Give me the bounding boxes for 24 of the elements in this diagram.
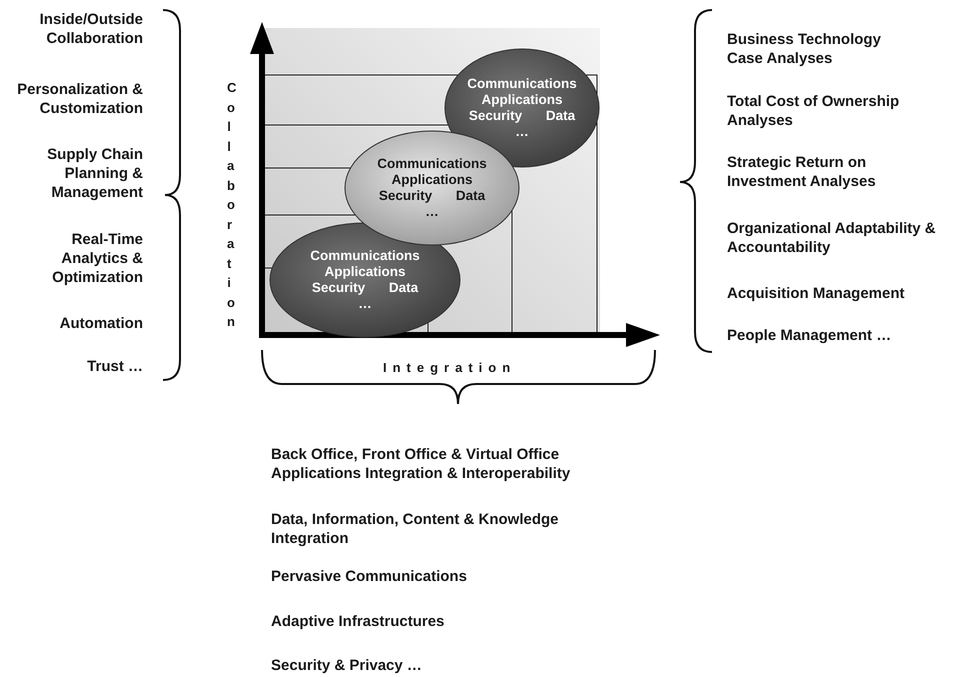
axis-title: Collaboration <box>227 79 243 331</box>
list-item: People Management … <box>727 326 892 345</box>
list-item: Inside/Outside Collaboration <box>38 10 143 48</box>
list-item: Business Technology Case Analyses <box>727 30 882 68</box>
list-item: Automation <box>58 314 143 333</box>
ellipse-node <box>344 130 520 246</box>
list-item: Data, Information, Content & Knowledge Integration <box>271 510 560 548</box>
ellipse-text: Communications Applications Security Data … <box>466 76 578 140</box>
list-item: Organizational Adaptability & Accountability <box>727 219 937 257</box>
list-item: Back Office, Front Office & Virtual Office Applications Integration & Interoperability <box>271 445 572 483</box>
list-item: Acquisition Management <box>727 284 906 303</box>
list-item: Strategic Return on Investment Analyses <box>727 153 877 191</box>
list-item: Supply Chain Planning & Management <box>46 145 143 202</box>
list-item: Pervasive Communications <box>271 567 468 586</box>
list-item: Total Cost of Ownership Analyses <box>727 92 900 130</box>
ellipse-text: Communications Applications Security Data … <box>309 248 421 312</box>
ellipse-text: Communications Applications Security Data … <box>376 156 488 220</box>
list-item: Security & Privacy … <box>271 656 423 675</box>
list-item: Adaptive Infrastructures <box>271 612 446 631</box>
ellipse-node <box>269 222 461 338</box>
list-item: Real-Time Analytics & Optimization <box>51 230 143 287</box>
list-item: Trust … <box>86 357 143 376</box>
list-item: Personalization & Customization <box>16 80 143 118</box>
axis-title: Integration <box>383 359 516 377</box>
